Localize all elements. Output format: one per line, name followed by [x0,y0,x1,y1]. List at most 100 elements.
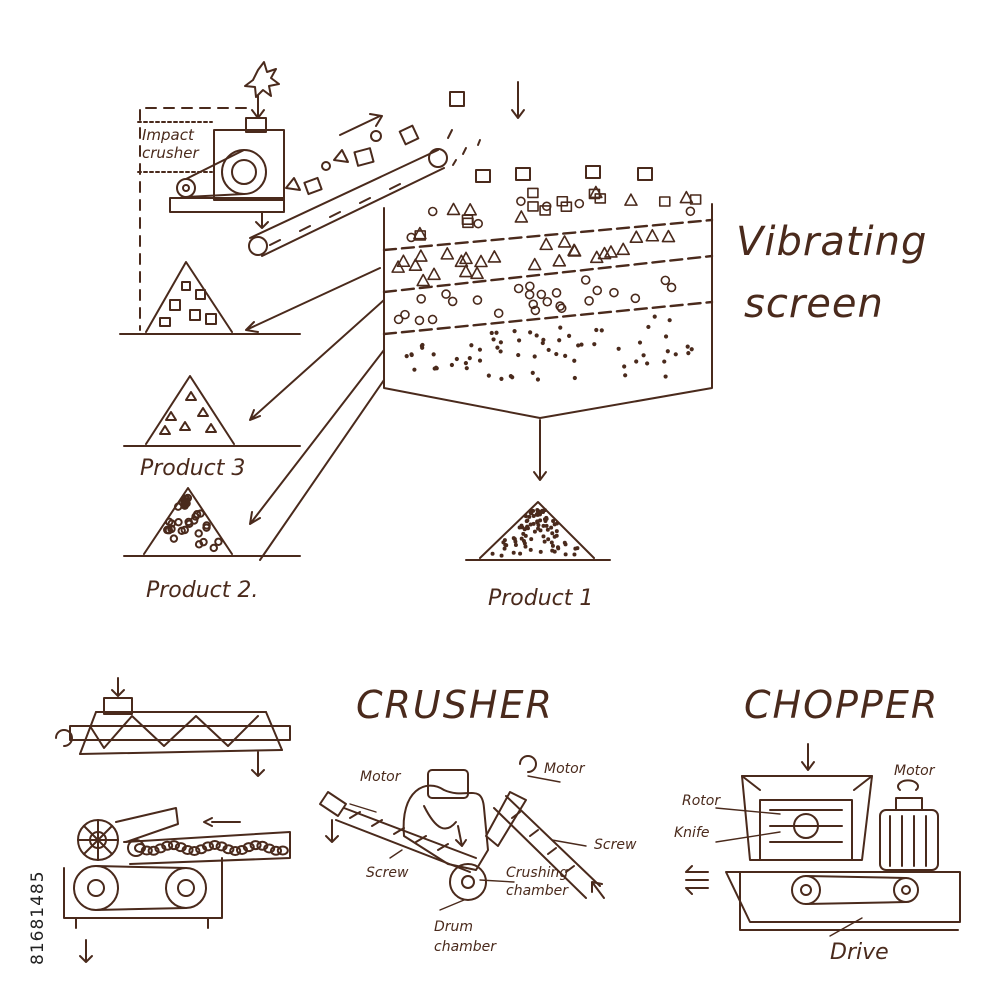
pile-sand-dot [541,534,546,539]
pile-sand-dot [521,539,526,544]
pile-sand-dot [541,509,546,514]
particle-circle [542,296,553,307]
particle-square [658,196,671,207]
pile-pebble [163,525,172,535]
particle-dot [495,345,500,350]
chopper-drawing [685,743,961,931]
pile-sand-dot [538,518,543,523]
chopper-rotor-label: Rotor [682,793,721,809]
pile-sand-dot [554,533,559,538]
roller-material [161,840,174,851]
crusher-screw-right-label: Screw [594,837,637,853]
pile-sand-dot [511,550,516,555]
pile-pebble [174,517,183,527]
particle-dot [637,340,643,345]
particle-circle [609,287,619,298]
output-arrows [245,267,385,561]
particle-dot [563,353,568,358]
pile-sand-dot [523,544,528,549]
particle-dot [646,324,651,330]
pile-sand-dot [527,514,532,519]
pile-pebble [214,537,223,546]
pile-sand-dot [532,529,537,534]
particle-triangle [459,264,473,278]
particle-triangle [604,245,618,258]
particle-dot [663,374,668,379]
crusher-title: CRUSHER [356,683,554,727]
roller-material [147,845,160,856]
particle-dot [616,346,621,351]
particle-circle [536,289,547,300]
particle-circle [580,275,591,285]
pile-sand-dot [538,528,543,533]
particle-triangle [446,202,461,216]
pile-sand-dot [504,543,509,548]
particle-dot [464,366,469,371]
chopper-title: CHOPPER [744,683,940,727]
pile-product3 [123,375,301,447]
particle-dot [572,375,577,381]
particle-dot [641,353,646,358]
particle-dot [622,364,627,369]
particle-dot [540,340,545,346]
roller-material [202,841,214,852]
particle-triangle [567,244,582,257]
chopper-motor-label: Motor [894,763,935,779]
particle-dot [469,343,474,348]
particle-dot [623,373,628,378]
particle-dot [516,338,522,343]
particle-dot [477,347,483,352]
particle-dot [508,374,513,379]
impact-crusher-label-line2: crusher [142,144,199,162]
particle-triangle [616,242,631,256]
crusher-motor-right-label: Motor [544,761,585,777]
pile-sand-dot [563,552,568,557]
particle-dot [516,352,521,358]
roller-material [222,844,235,855]
particle-dot [491,337,496,342]
particle-circle [685,206,696,217]
particle-triangle [661,229,676,243]
roller-material [276,845,289,856]
particle-triangle [463,203,477,216]
roller-material [188,845,201,856]
particle-circle [525,281,535,292]
pile-sand-dot [536,523,541,528]
pile-sand-dot [545,527,550,532]
particle-square [527,201,539,212]
pile-product2 [123,487,301,557]
particle-dot [663,334,669,339]
particle-dot [535,377,541,382]
particle-square [414,230,427,241]
particle-dot [558,325,563,330]
pile-sand-dot [549,525,554,530]
roller-material [270,845,282,856]
impact-crusher-drawing [137,61,285,331]
pile-sand-dot [519,523,524,528]
pile-sand-dot [550,543,555,548]
roller-material [134,843,146,853]
particle-circle [414,315,425,326]
particle-square [560,201,573,212]
particle-circle [556,303,567,314]
pile-sand-dot [562,540,567,545]
particle-dot [645,361,650,366]
roller-material [168,840,180,851]
pile-sand-dot [546,537,551,542]
particle-dot [592,342,597,347]
roller-material [181,844,194,855]
particle-dot [498,340,503,345]
pile-pebble [182,499,191,508]
roller-material [249,840,262,851]
particle-dot [467,356,472,361]
particle-circle [584,296,594,306]
pile-sand-dot [528,522,533,527]
particle-circle [592,285,603,296]
particle-dot [576,343,581,348]
crusher-screw-left-label: Screw [366,865,409,881]
particle-triangle [408,258,423,271]
particle-dot [594,327,599,333]
drum-chamber-label-line1: Drum [434,919,474,935]
roller-material [140,845,153,856]
pile-sand-dot [531,521,536,526]
